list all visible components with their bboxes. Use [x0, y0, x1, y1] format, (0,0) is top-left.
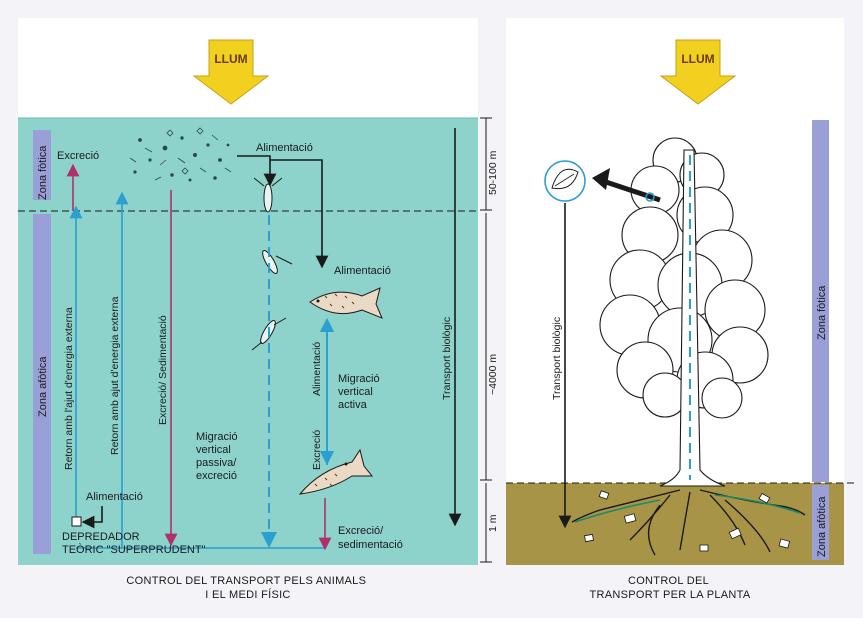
alimentacio-label-bottom: Alimentació: [86, 491, 143, 503]
depth-scale: [480, 117, 492, 563]
transport-biologic-label-right: Transport biològic: [551, 317, 563, 400]
retorn-label-2: Retorn amb ajut d'energia externa: [109, 296, 121, 455]
leaf-detail: [544, 160, 586, 202]
alimentacio-vertical-label: Alimentació: [311, 342, 323, 396]
alimentacio-label-mid: Alimentació: [334, 265, 391, 277]
llum-label-left: LLUM: [214, 52, 247, 66]
predator-box: [71, 516, 82, 527]
retorn-label-1: Retorn amb l'ajut d'energia externa: [63, 307, 75, 470]
leaf-pointer-shaft: [599, 177, 661, 203]
zone-bar-aphotic-left: [33, 214, 51, 554]
zone-photic-label-right: Zona fòtica: [816, 285, 828, 340]
tree-roots: [571, 489, 806, 556]
zooplankton-1: [253, 177, 283, 213]
alimentacio-arrow-bottom: [81, 506, 103, 529]
migracio-activa-label: Migració vertical activa: [338, 373, 383, 411]
fish-upper: [309, 287, 383, 319]
depth-soil-label: 1 m: [487, 514, 499, 532]
soil-particles: [584, 490, 791, 552]
alimentacio-label-top: Alimentació: [256, 142, 313, 154]
zone-photic-label-left: Zona fòtica: [37, 145, 49, 200]
sedimentacio-label: Excreció/ Sedimentació: [157, 315, 169, 425]
caption-right: CONTROL DEL TRANSPORT PER LA PLANTA: [590, 575, 751, 601]
zone-bar-aphotic-right: [812, 485, 829, 560]
leaf-pointer-head: [592, 168, 610, 190]
fish-lower: [298, 448, 374, 495]
zooplankton-2: [262, 250, 293, 274]
leaf-marker: [645, 192, 655, 202]
zone-bar-photic-right: [812, 120, 829, 482]
plankton-cloud: [129, 127, 232, 182]
depredador-label: DEPREDADOR TEÒRIC "SUPERPRUDENT": [62, 531, 206, 556]
zone-aphotic-label-right: Zona afòtica: [816, 496, 828, 557]
migracio-passiva-label: Migració vertical passiva/ excreció: [196, 431, 241, 482]
left-panel: LLUM Zona fòtica Zona afòtica Excreció R…: [18, 18, 478, 601]
light-arrow-right: LLUM: [659, 39, 737, 105]
soil-layer: [506, 483, 844, 565]
excrecio-sedimentacio-bottom-label: Excreció/ sedimentació: [338, 525, 403, 551]
depth-photic-label: 50-100 m: [487, 150, 499, 195]
depth-total-label: ~4000 m: [487, 354, 499, 395]
excrecio-vertical-label: Excreció: [311, 430, 323, 470]
alimentacio-arrow-mid: [270, 159, 329, 269]
caption-left: CONTROL DEL TRANSPORT PELS ANIMALS I EL …: [126, 575, 369, 601]
alimentacio-arrow-top: [237, 155, 277, 187]
water-column: [18, 118, 478, 565]
tree-trunk: [659, 149, 726, 487]
light-arrow-left: LLUM: [192, 39, 270, 105]
zone-aphotic-label-left: Zona afòtica: [37, 356, 49, 417]
right-panel: LLUM Zona fòtica Zona afòtica: [506, 18, 858, 601]
transport-biologic-label-left: Transport biològic: [441, 317, 453, 400]
zone-bar-photic-left: [33, 130, 51, 200]
excrecio-label: Excreció: [57, 150, 99, 162]
llum-label-right: LLUM: [681, 52, 714, 66]
root-uptake: [574, 494, 801, 523]
